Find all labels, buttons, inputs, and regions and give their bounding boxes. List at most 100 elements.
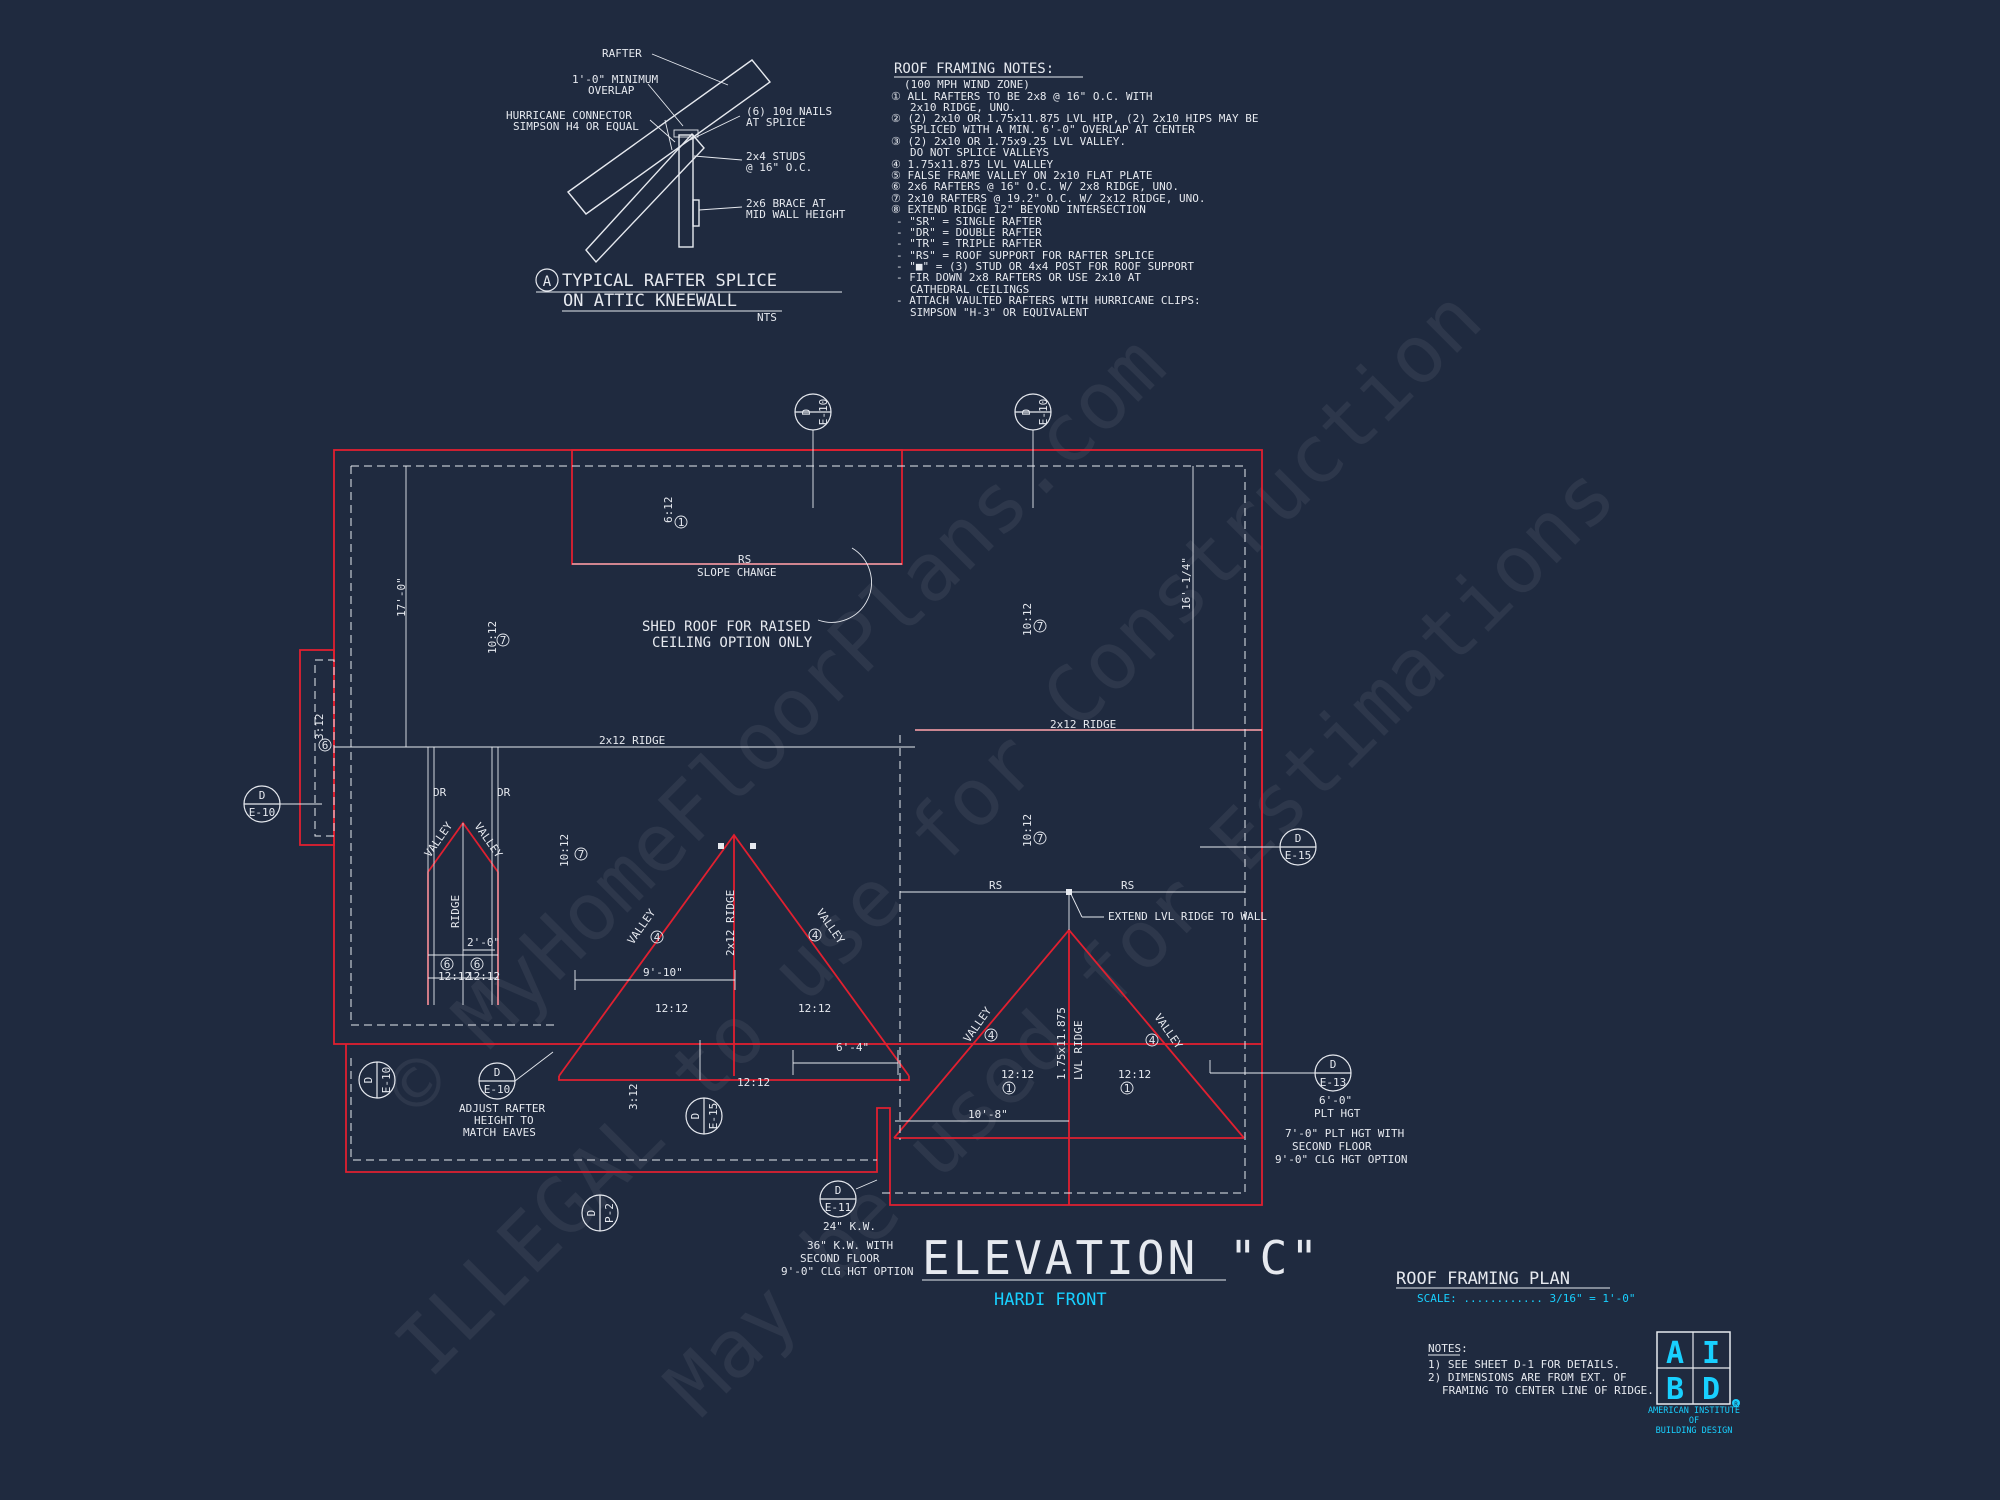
plan-scale: SCALE: ............ 3/16" = 1'-0": [1417, 1292, 1636, 1305]
kneewall-note-1: 24" K.W.: [823, 1220, 876, 1233]
plate-height-note-2: PLT HGT: [1314, 1107, 1361, 1120]
detail-scale: NTS: [757, 311, 777, 324]
roof-plan: RS SLOPE CHANGE SHED ROOF FOR RAISED CEI…: [299, 449, 1407, 1278]
detail-marker-letter: A: [543, 274, 552, 290]
note-line: SPLICED WITH A MIN. 6'-0" OVERLAP AT CEN…: [910, 123, 1195, 136]
adjust-rafter-note-1: ADJUST RAFTER: [459, 1102, 545, 1115]
dimension-17-0: 17'-0": [395, 577, 408, 617]
rafter-splice-detail: RAFTER 1'-0" MINIMUM OVERLAP HURRICANE C…: [506, 47, 846, 324]
note-number: 4: [654, 931, 661, 944]
aibd-logo: A I B D R AMERICAN INSTITUTE OF BUILDING…: [1648, 1331, 1740, 1436]
post-marker: [1066, 889, 1072, 895]
ridge-label: RIDGE: [449, 895, 462, 928]
lvl-ridge-label-1: 1.75x11.875: [1055, 1007, 1068, 1080]
note-line: ⑥ 2x6 RAFTERS @ 16" O.C. W/ 2x8 RIDGE, U…: [891, 180, 1179, 193]
overlap-label-2: OVERLAP: [588, 84, 635, 97]
section-marker: D E-15: [685, 1097, 723, 1135]
dimension-6-4: 6'-4": [836, 1041, 869, 1054]
framing-lines: [334, 466, 1316, 1074]
pitch-label: 12:12: [1118, 1068, 1151, 1081]
note-line: DO NOT SPLICE VALLEYS: [910, 146, 1049, 159]
roof-framing-notes: ROOF FRAMING NOTES: (100 MPH WIND ZONE) …: [891, 61, 1258, 319]
watermark-line-2: ILLEGAL to use for Construction: [378, 272, 1500, 1394]
ridge-label: 2x12 RIDGE: [1050, 718, 1116, 731]
svg-text:D: D: [585, 1210, 598, 1217]
notes-title: ROOF FRAMING NOTES:: [894, 61, 1054, 77]
note-line: - "■" = (3) STUD OR 4x4 POST FOR ROOF SU…: [896, 260, 1194, 273]
hurricane-label-1: HURRICANE CONNECTOR: [506, 109, 632, 122]
adjust-rafter-note-2: HEIGHT TO: [474, 1114, 534, 1127]
note-line: ② (2) 2x10 OR 1.75x11.875 LVL HIP, (2) 2…: [891, 112, 1258, 125]
logo-letter-d: D: [1702, 1372, 1720, 1407]
note-line: - "RS" = ROOF SUPPORT FOR RAFTER SPLICE: [896, 249, 1154, 262]
note-line: ⑧ EXTEND RIDGE 12" BEYOND INTERSECTION: [891, 203, 1146, 216]
sheet-notes: NOTES: 1) SEE SHEET D-1 FOR DETAILS. 2) …: [1428, 1342, 1654, 1397]
svg-text:E-10: E-10: [1037, 399, 1050, 426]
svg-text:E-10: E-10: [484, 1083, 511, 1096]
sheet-note-line: 2) DIMENSIONS ARE FROM EXT. OF: [1428, 1371, 1627, 1384]
svg-text:D: D: [1020, 409, 1033, 416]
svg-text:E-11: E-11: [825, 1201, 852, 1214]
pitch-label: 3:12: [627, 1084, 640, 1111]
sheet-notes-title: NOTES:: [1428, 1342, 1468, 1355]
pitch-label: 12:12: [1001, 1068, 1034, 1081]
slope-change-label: SLOPE CHANGE: [697, 566, 776, 579]
studs-label-2: @ 16" O.C.: [746, 161, 812, 174]
shed-roof-note-1: SHED ROOF FOR RAISED: [642, 619, 811, 635]
plate-height-note-3: 7'-0" PLT HGT WITH: [1285, 1127, 1404, 1140]
svg-text:D: D: [835, 1184, 842, 1197]
note-line: (100 MPH WIND ZONE): [904, 78, 1030, 91]
slope-change-arc: [817, 547, 872, 623]
note-line: 2x10 RIDGE, UNO.: [910, 101, 1016, 114]
section-marker: D E-10: [1014, 393, 1052, 466]
logo-line-3: BUILDING DESIGN: [1656, 1426, 1733, 1436]
note-line: ① ALL RAFTERS TO BE 2x8 @ 16" O.C. WITH: [891, 90, 1153, 103]
adjust-rafter-note-3: MATCH EAVES: [463, 1126, 536, 1139]
note-number: 4: [988, 1029, 995, 1042]
post-marker: [750, 843, 756, 849]
valley-label: VALLEY: [1152, 1011, 1186, 1051]
registered-mark: R: [1734, 1401, 1738, 1408]
shed-roof-note-2: CEILING OPTION ONLY: [652, 635, 813, 651]
section-marker: D E-10: [358, 1061, 396, 1099]
svg-text:D: D: [1295, 832, 1302, 845]
registered-icon: [1732, 1399, 1740, 1407]
section-marker: D E-10: [243, 785, 322, 823]
brace-label-1: 2x6 BRACE AT: [746, 197, 826, 210]
sheet-note-line: 1) SEE SHEET D-1 FOR DETAILS.: [1428, 1358, 1620, 1371]
section-markers: D E-10 D E-10 D E-10 D E-15: [243, 393, 1352, 1232]
dimension-10-8: 10'-8": [968, 1108, 1008, 1121]
post-marker: [718, 843, 724, 849]
valley-label: VALLEY: [472, 820, 506, 860]
note-number: 1: [1124, 1082, 1131, 1095]
nails-label-1: (6) 10d NAILS: [746, 105, 832, 118]
note-line: SIMPSON "H-3" OR EQUIVALENT: [910, 306, 1089, 319]
note-number: 4: [1149, 1034, 1156, 1047]
pitch-label: 10:12: [1021, 603, 1034, 636]
pitch-label: 12:12: [798, 1002, 831, 1015]
kneewall-stud: [678, 134, 694, 248]
dimension-lines: [463, 949, 1069, 1122]
ridge-label: 2x12 RIDGE: [724, 890, 737, 956]
pitch-label: 3:12: [313, 714, 326, 741]
note-number: 7: [500, 634, 507, 647]
overlap-label-1: 1'-0" MINIMUM: [572, 73, 658, 86]
logo-letter-i: I: [1702, 1336, 1720, 1371]
elevation-title: ELEVATION "C" HARDI FRONT: [922, 1231, 1318, 1310]
note-number-markers: 1 7 7 7 7 6 6 6 4 4 4 4 1 1: [318, 515, 1159, 1095]
ridge-label: 2x12 RIDGE: [599, 734, 665, 747]
dimension-16-1-4: 16'-1/4": [1180, 557, 1193, 610]
section-marker: D E-10: [794, 393, 832, 466]
detail-title-line-2: ON ATTIC KNEEWALL: [563, 291, 737, 311]
svg-text:E-13: E-13: [1320, 1076, 1347, 1089]
kneewall-note-4: 9'-0" CLG HGT OPTION: [781, 1265, 913, 1278]
brace-label-2: MID WALL HEIGHT: [746, 208, 846, 221]
lvl-ridge-label-2: LVL RIDGE: [1072, 1020, 1085, 1080]
rs-label: RS: [1121, 879, 1134, 892]
rs-label: RS: [989, 879, 1002, 892]
note-number: 6: [444, 958, 451, 971]
studs-label-1: 2x4 STUDS: [746, 150, 806, 163]
dimension-2-0: 2'-0": [467, 936, 500, 949]
dr-label: DR: [497, 786, 511, 799]
